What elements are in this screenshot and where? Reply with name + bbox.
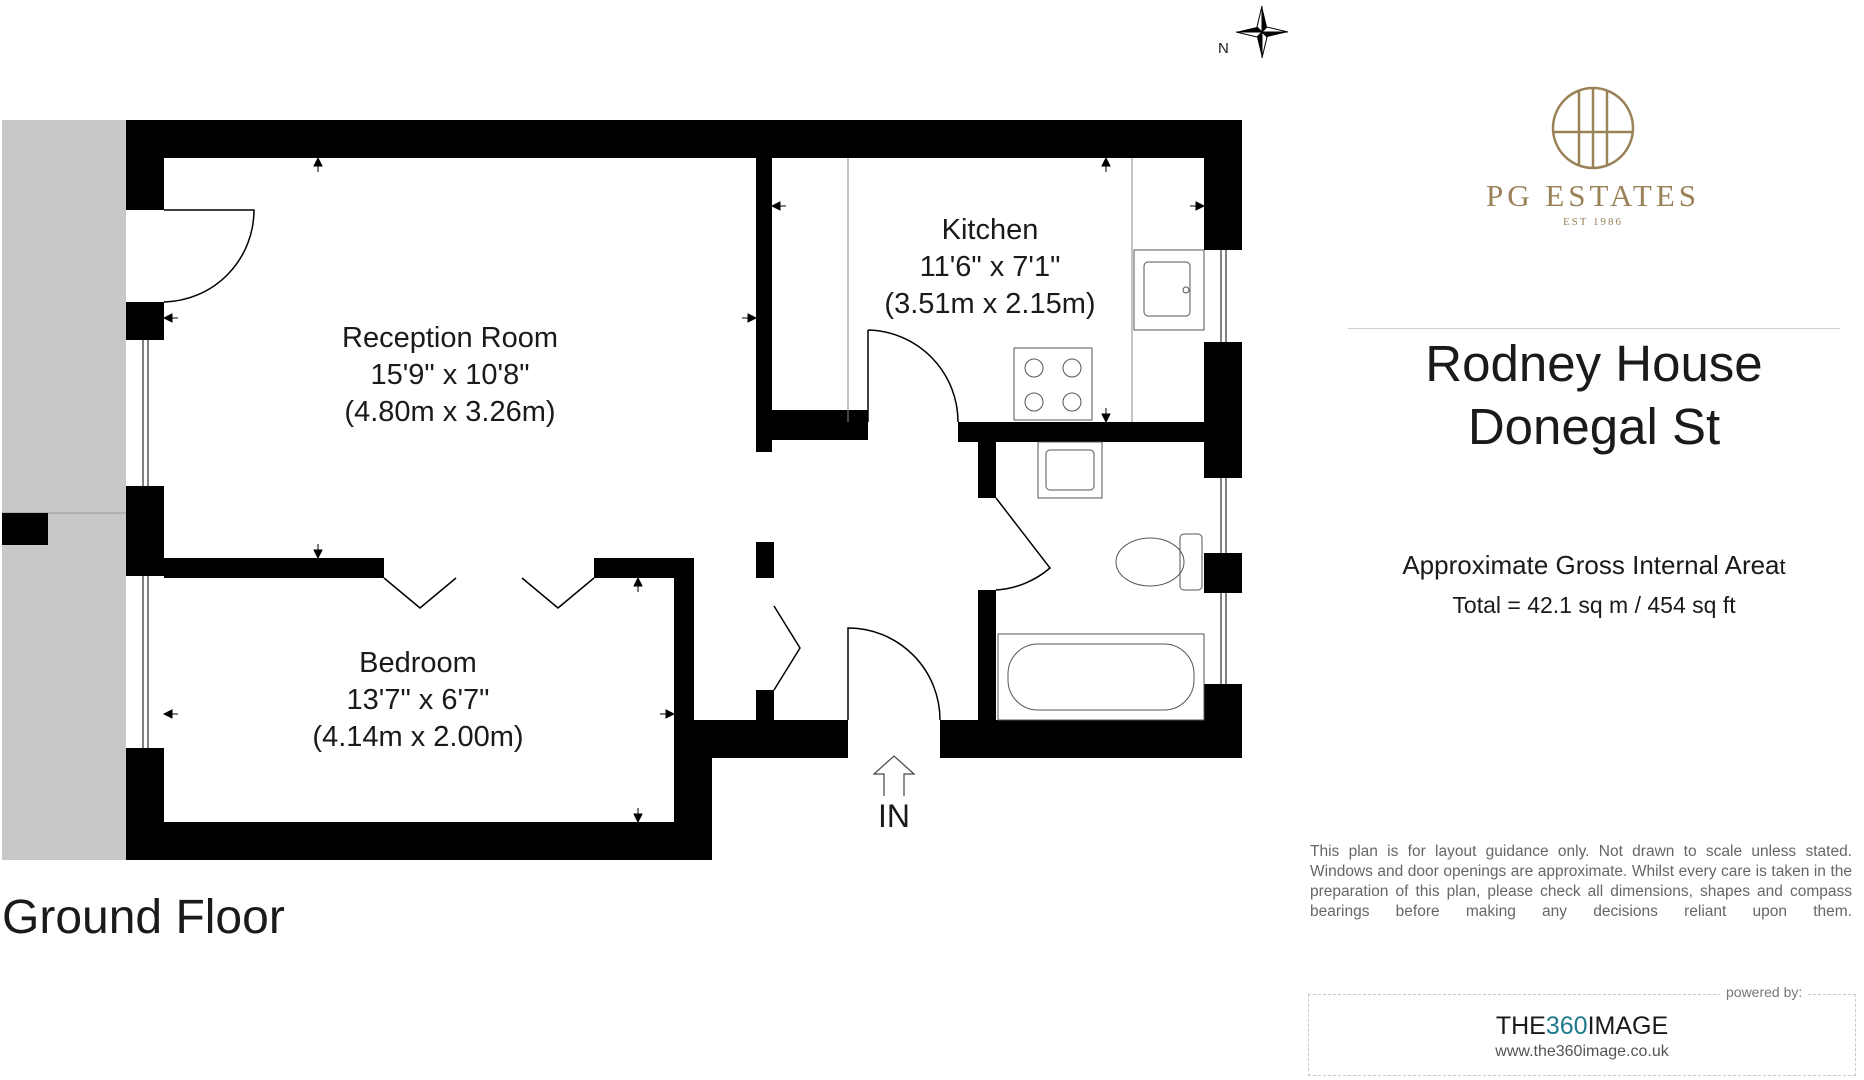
credit-box: [1308, 994, 1856, 1076]
powered-by-label: powered by:: [1720, 984, 1809, 1000]
room-label-kitchen: Kitchen 11'6" x 7'1" (3.51m x 2.15m): [840, 212, 1140, 323]
windows: [142, 250, 1227, 748]
hob-icon: [1013, 347, 1093, 421]
credit-brand: THE360IMAGE www.the360image.co.uk: [1308, 1012, 1856, 1061]
pg-estates-logo-icon: [1551, 86, 1635, 170]
entrance-label: IN: [878, 798, 910, 834]
bathroom-fittings: [997, 441, 1205, 721]
room-label-reception: Reception Room 15'9" x 10'8" (4.80m x 3.…: [300, 320, 600, 431]
doors: [163, 209, 1052, 721]
exterior-block: [2, 513, 48, 545]
area-info: Approximate Gross Internal Areat Total =…: [1348, 546, 1840, 624]
area-total: Total = 42.1 sq m / 454 sq ft: [1452, 592, 1736, 618]
property-line2: Donegal St: [1467, 398, 1721, 455]
room-metric: (3.51m x 2.15m): [884, 288, 1096, 320]
room-imperial: 15'9" x 10'8": [370, 359, 530, 391]
bath-icon: [997, 633, 1205, 721]
property-title: Rodney House Donegal St: [1348, 332, 1840, 458]
agent-name: PG ESTATES: [1485, 178, 1701, 213]
credit-name: THE360IMAGE: [1495, 1012, 1669, 1040]
floor-title: Ground Floor: [2, 891, 285, 944]
room-name: Bedroom: [359, 647, 477, 679]
kitchen-fittings: [847, 158, 1205, 422]
credit-url: www.the360image.co.uk: [1495, 1043, 1669, 1060]
area-heading-suffix: t: [1779, 554, 1786, 579]
divider: [1348, 328, 1840, 329]
room-name: Reception Room: [342, 322, 558, 354]
property-line1: Rodney House: [1425, 335, 1763, 392]
exterior-strip: [2, 120, 126, 860]
room-imperial: 13'7" x 6'7": [346, 684, 490, 716]
basin-icon: [1037, 441, 1103, 499]
room-name: Kitchen: [941, 214, 1039, 246]
toilet-icon: [1115, 537, 1185, 587]
walls: [126, 120, 1242, 860]
compass-icon: [1235, 5, 1289, 59]
agent-established: EST 1986: [1562, 216, 1624, 228]
room-metric: (4.80m x 3.26m): [344, 396, 556, 428]
north-label: N: [1218, 40, 1229, 57]
room-label-bedroom: Bedroom 13'7" x 6'7" (4.14m x 2.00m): [268, 645, 568, 756]
agent-brand: PG ESTATES EST 1986: [1478, 84, 1708, 228]
disclaimer: This plan is for layout guidance only. N…: [1310, 843, 1852, 920]
room-metric: (4.14m x 2.00m): [312, 721, 524, 753]
entrance-arrow-icon: [872, 755, 916, 796]
room-imperial: 11'6" x 7'1": [919, 251, 1061, 283]
area-heading: Approximate Gross Internal Areat: [1402, 550, 1786, 580]
dimension-arrows: [162, 156, 1206, 824]
kitchen-sink-icon: [1133, 249, 1205, 331]
